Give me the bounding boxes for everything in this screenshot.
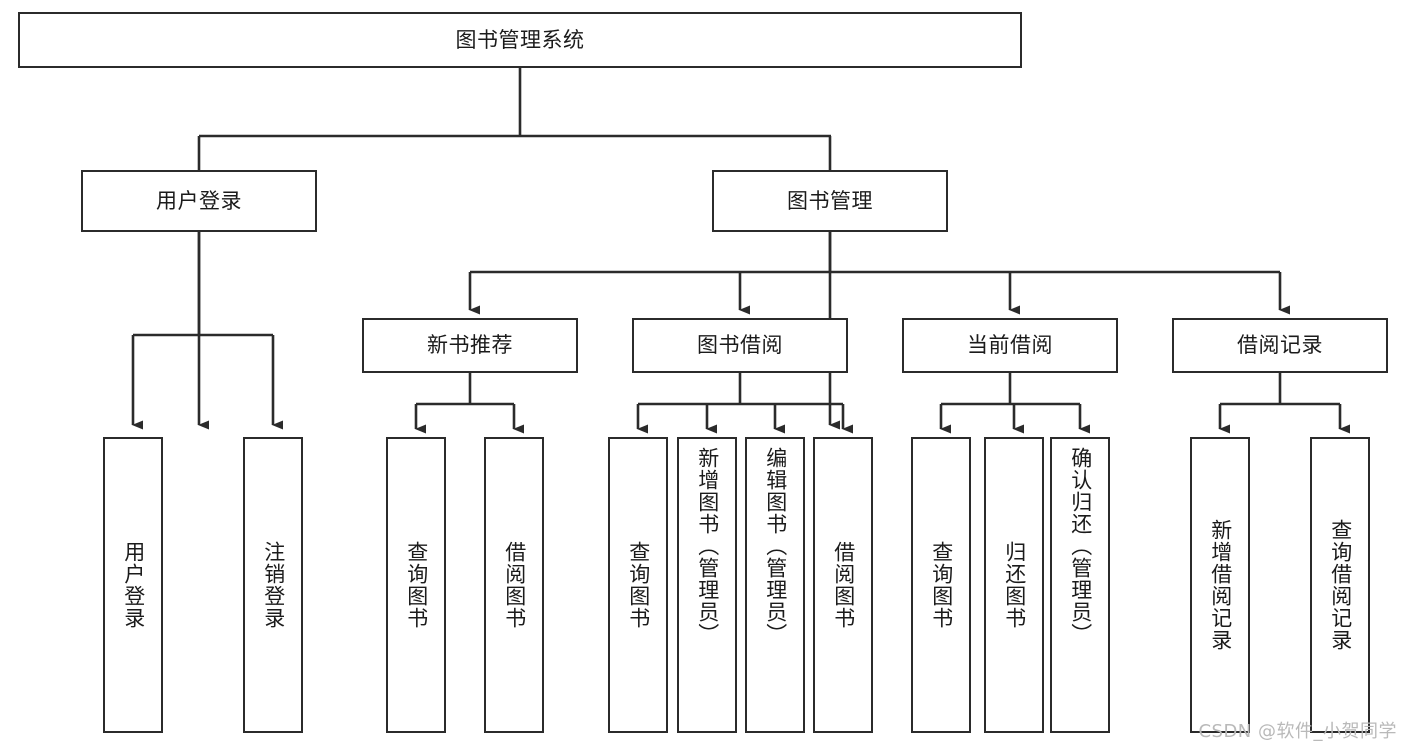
leaf-query-book-1[interactable]: 查询图书 xyxy=(386,437,446,733)
leaf-query-book-3-label: 查询图书 xyxy=(929,541,954,629)
leaf-logout-label: 注销登录 xyxy=(261,541,286,629)
leaf-add-book-label: 新增图书（管理员） xyxy=(695,447,720,645)
leaf-logout[interactable]: 注销登录 xyxy=(243,437,303,733)
leaf-add-book[interactable]: 新增图书（管理员） xyxy=(677,437,737,733)
node-book-manage-label: 图书管理 xyxy=(787,188,873,213)
leaf-query-record-label: 查询借阅记录 xyxy=(1328,519,1353,651)
leaf-add-record-label: 新增借阅记录 xyxy=(1208,519,1233,651)
leaf-user-login-label: 用户登录 xyxy=(121,541,146,629)
leaf-query-record[interactable]: 查询借阅记录 xyxy=(1310,437,1370,733)
leaf-query-book-2[interactable]: 查询图书 xyxy=(608,437,668,733)
node-new-book-recommend[interactable]: 新书推荐 xyxy=(362,318,578,373)
leaf-query-book-2-label: 查询图书 xyxy=(626,541,651,629)
node-book-manage[interactable]: 图书管理 xyxy=(712,170,948,232)
leaf-borrow-book-1-label: 借阅图书 xyxy=(502,541,527,629)
leaf-query-book-3[interactable]: 查询图书 xyxy=(911,437,971,733)
leaf-borrow-book-1[interactable]: 借阅图书 xyxy=(484,437,544,733)
node-root-label: 图书管理系统 xyxy=(455,27,585,52)
leaf-borrow-book-2-label: 借阅图书 xyxy=(831,541,856,629)
node-borrow-record[interactable]: 借阅记录 xyxy=(1172,318,1388,373)
node-borrow-record-label: 借阅记录 xyxy=(1237,333,1323,358)
leaf-user-login[interactable]: 用户登录 xyxy=(103,437,163,733)
node-current-borrow[interactable]: 当前借阅 xyxy=(902,318,1118,373)
leaf-return-book[interactable]: 归还图书 xyxy=(984,437,1044,733)
leaf-add-record[interactable]: 新增借阅记录 xyxy=(1190,437,1250,733)
leaf-borrow-book-2[interactable]: 借阅图书 xyxy=(813,437,873,733)
node-current-borrow-label: 当前借阅 xyxy=(967,333,1053,358)
node-root[interactable]: 图书管理系统 xyxy=(18,12,1022,68)
leaf-confirm-return[interactable]: 确认归还（管理员） xyxy=(1050,437,1110,733)
node-user-login-label: 用户登录 xyxy=(156,188,242,213)
leaf-query-book-1-label: 查询图书 xyxy=(404,541,429,629)
leaf-edit-book[interactable]: 编辑图书（管理员） xyxy=(745,437,805,733)
node-book-borrow-label: 图书借阅 xyxy=(697,333,783,358)
csdn-watermark: CSDN @软件_小贺同学 xyxy=(1198,721,1397,742)
node-book-borrow[interactable]: 图书借阅 xyxy=(632,318,848,373)
leaf-return-book-label: 归还图书 xyxy=(1002,541,1027,629)
node-user-login[interactable]: 用户登录 xyxy=(81,170,317,232)
leaf-confirm-return-label: 确认归还（管理员） xyxy=(1068,447,1093,645)
node-new-book-recommend-label: 新书推荐 xyxy=(427,333,513,358)
leaf-edit-book-label: 编辑图书（管理员） xyxy=(763,447,788,645)
